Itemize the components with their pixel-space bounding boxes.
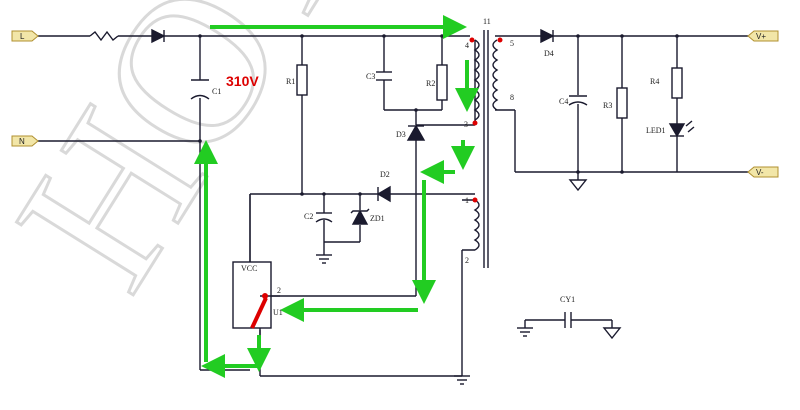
- capacitor-c1: [190, 79, 210, 100]
- diode-d4: [540, 28, 555, 44]
- label-zd1: ZD1: [370, 214, 385, 223]
- ground-main: [454, 375, 470, 385]
- input-diode: [151, 28, 166, 44]
- label-d4: D4: [544, 49, 554, 58]
- svg-text:L: L: [20, 32, 25, 41]
- label-pin8: 8: [510, 93, 514, 102]
- label-c3: C3: [366, 72, 375, 81]
- secondary-winding: [492, 39, 499, 111]
- label-pin5: 5: [510, 39, 514, 48]
- label-r3: R3: [603, 101, 612, 110]
- label-cy1: CY1: [560, 295, 575, 304]
- current-flow-arrows: [194, 15, 479, 378]
- resistor-r1: [296, 64, 308, 96]
- diode-d2: [376, 185, 391, 203]
- capacitor-c3: [376, 71, 392, 81]
- switch-indicator: [250, 297, 268, 329]
- capacitor-c2: [315, 212, 333, 223]
- component-labels: C1 R1 C3 R2 D3 D2 C2 ZD1 VCC U1 D4 C4 R3…: [212, 17, 666, 317]
- terminal-vminus: V-: [747, 166, 779, 178]
- ground-secondary: [568, 179, 588, 192]
- label-c1: C1: [212, 87, 221, 96]
- led-led1: [668, 120, 695, 138]
- resistor-r4: [671, 67, 683, 99]
- terminal-n: N: [11, 135, 39, 147]
- ground-c2: [316, 254, 332, 264]
- label-r1: R1: [286, 77, 295, 86]
- label-led1: LED1: [646, 126, 666, 135]
- label-c4: C4: [559, 97, 568, 106]
- resistor-r2: [436, 64, 448, 101]
- label-pin4: 4: [465, 41, 469, 50]
- polarity-dots: [262, 37, 503, 299]
- label-d2: D2: [380, 170, 390, 179]
- label-vcc: VCC: [241, 264, 257, 273]
- capacitor-cy1: [517, 312, 622, 340]
- terminal-vplus: V+: [747, 30, 779, 42]
- label-u1: U1: [273, 308, 283, 317]
- resistor-r3: [616, 87, 628, 119]
- label-c2: C2: [304, 212, 313, 221]
- label-r4: R4: [650, 77, 659, 86]
- label-d3: D3: [396, 130, 406, 139]
- zener-zd1: [350, 208, 370, 225]
- label-pin1: 1: [465, 196, 469, 205]
- svg-text:V-: V-: [756, 168, 764, 177]
- svg-text:N: N: [19, 137, 25, 146]
- label-pin2: 2: [465, 256, 469, 265]
- label-transformer-pin: 11: [483, 17, 491, 26]
- label-r2: R2: [426, 79, 435, 88]
- terminal-l: L: [11, 30, 39, 42]
- voltage-label: 310V: [226, 73, 259, 89]
- label-pin3: 3: [464, 120, 468, 129]
- watermark: HOT: [0, 0, 399, 326]
- svg-text:V+: V+: [756, 32, 766, 41]
- label-u1-pin2: 2: [277, 286, 281, 295]
- capacitor-c4: [568, 95, 588, 106]
- aux-winding: [473, 199, 480, 251]
- watermark-text: HOT: [0, 0, 398, 324]
- diode-d3: [406, 124, 426, 141]
